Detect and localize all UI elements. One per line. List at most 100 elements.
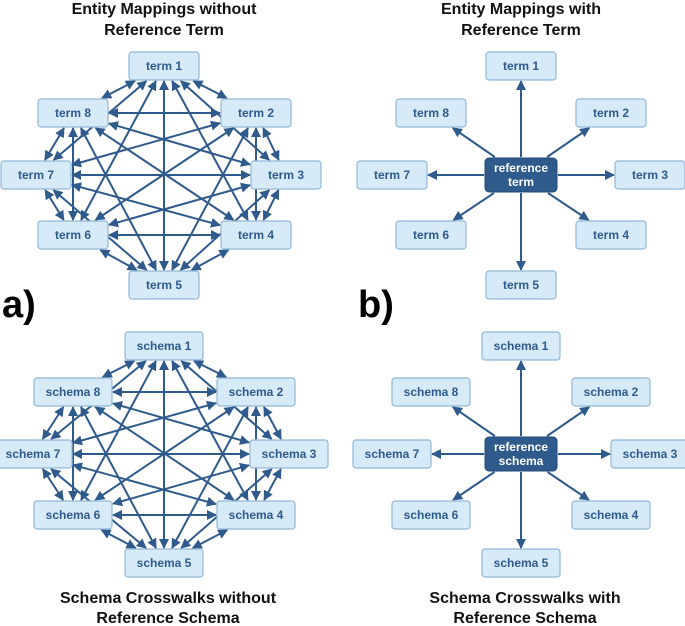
node-term-3: term 3 [250, 160, 322, 190]
node-label: schema 8 [46, 385, 101, 399]
node-box [220, 220, 292, 250]
node-term-4: term 4 [575, 220, 647, 250]
node-label: schema 1 [494, 339, 549, 353]
hub-edge [451, 406, 496, 437]
node-label: schema 3 [623, 447, 678, 461]
mapping-edge [263, 406, 282, 440]
panel-title-schema-ref-line1: Schema Crosswalks with [429, 590, 620, 607]
mapping-edge [112, 462, 250, 507]
mapping-edge [41, 406, 65, 440]
node-schema-6: schema 6 [391, 500, 471, 530]
node-term-5: term 5 [485, 270, 557, 300]
mapping-edge [108, 121, 251, 167]
node-label: term 7 [18, 168, 54, 182]
mapping-edge [71, 120, 221, 168]
reference-node-label: reference [494, 440, 548, 454]
node-box [37, 98, 109, 128]
node-label: schema 1 [137, 339, 192, 353]
node-label: term 8 [55, 106, 91, 120]
panel-schema-no-ref: schema 1 schema 2 schema 3 schema 4 schema 5… [0, 331, 329, 578]
mapping-edge [100, 529, 137, 549]
node-label: schema 5 [494, 556, 549, 570]
node-term-6: term 6 [395, 220, 467, 250]
mapping-edge [44, 127, 65, 161]
node-label: term 1 [503, 59, 539, 73]
panel-title-entity-no-ref-line1: Entity Mappings without [72, 1, 258, 18]
mapping-edge [101, 360, 136, 378]
node-box [0, 160, 72, 190]
node-box [220, 98, 292, 128]
node-box [37, 220, 109, 250]
node-box [571, 377, 651, 407]
node-box [0, 439, 73, 469]
node-box [395, 98, 467, 128]
reference-node-label: reference [494, 161, 548, 175]
node-schema-3: schema 3 [249, 439, 329, 469]
node-box [216, 377, 296, 407]
node-schema-2: schema 2 [571, 377, 651, 407]
hub-edge [452, 471, 496, 501]
node-box [352, 439, 432, 469]
node-label: term 1 [146, 59, 182, 73]
hub-edge [547, 192, 590, 221]
node-box [614, 160, 685, 190]
mapping-edge [80, 127, 157, 271]
mapping-edge [99, 249, 138, 271]
hub-edge [546, 406, 591, 437]
panel-title-schema-no-ref-line2: Reference Schema [96, 610, 239, 626]
mapping-edge [190, 249, 230, 271]
node-schema-1: schema 1 [481, 331, 561, 361]
node-schema-8: schema 8 [33, 377, 113, 407]
node-term-3: term 3 [614, 160, 685, 190]
node-label: term 6 [55, 228, 91, 242]
node-label: term 5 [146, 278, 182, 292]
node-label: term 3 [632, 168, 668, 182]
panel-title-schema-ref-line2: Reference Schema [453, 610, 596, 626]
node-label: schema 4 [229, 508, 284, 522]
mapping-edge [101, 80, 136, 99]
hub-edge [546, 127, 591, 158]
mapping-edge [262, 127, 280, 161]
node-label: schema 6 [404, 508, 459, 522]
node-schema-4: schema 4 [216, 500, 296, 530]
node-label: term 2 [593, 106, 629, 120]
node-schema-4: schema 4 [571, 500, 651, 530]
reference-node-box [484, 436, 558, 472]
node-label: term 4 [238, 228, 274, 242]
mapping-edge [41, 468, 65, 501]
reference-node-box [484, 157, 558, 193]
mapping-edge [72, 462, 217, 507]
node-box [481, 331, 561, 361]
node-term-7: term 7 [0, 160, 72, 190]
node-term-1: term 1 [485, 51, 557, 81]
node-label: schema 5 [137, 556, 192, 570]
mapping-edge [191, 529, 229, 549]
node-term-7: term 7 [356, 160, 428, 190]
node-schema-5: schema 5 [124, 548, 204, 578]
node-schema-1: schema 1 [124, 331, 204, 361]
panels-layer: term 1 term 2 term 3 term 4 term 5 term 6 term… [0, 51, 685, 578]
node-schema-2: schema 2 [216, 377, 296, 407]
node-box [33, 377, 113, 407]
node-box [128, 51, 200, 81]
node-box [391, 500, 471, 530]
mapping-edge [71, 182, 221, 228]
node-label: term 7 [374, 168, 410, 182]
panel-schema-ref: schema 1 schema 2 schema 3 schema 4 schema 5… [352, 331, 685, 578]
hub-edge [452, 192, 495, 221]
node-term-6: term 6 [37, 220, 109, 250]
node-box [395, 220, 467, 250]
node-label: schema 4 [584, 508, 639, 522]
reference-node-label: schema [499, 454, 544, 468]
node-schema-6: schema 6 [33, 500, 113, 530]
node-box [124, 548, 204, 578]
panel-title-entity-ref-line1: Entity Mappings with [441, 1, 601, 18]
reference-node-label: term [508, 175, 534, 189]
node-schema-7: schema 7 [352, 439, 432, 469]
mapping-edge [44, 189, 65, 221]
hub-edge [451, 127, 496, 158]
node-box [124, 331, 204, 361]
